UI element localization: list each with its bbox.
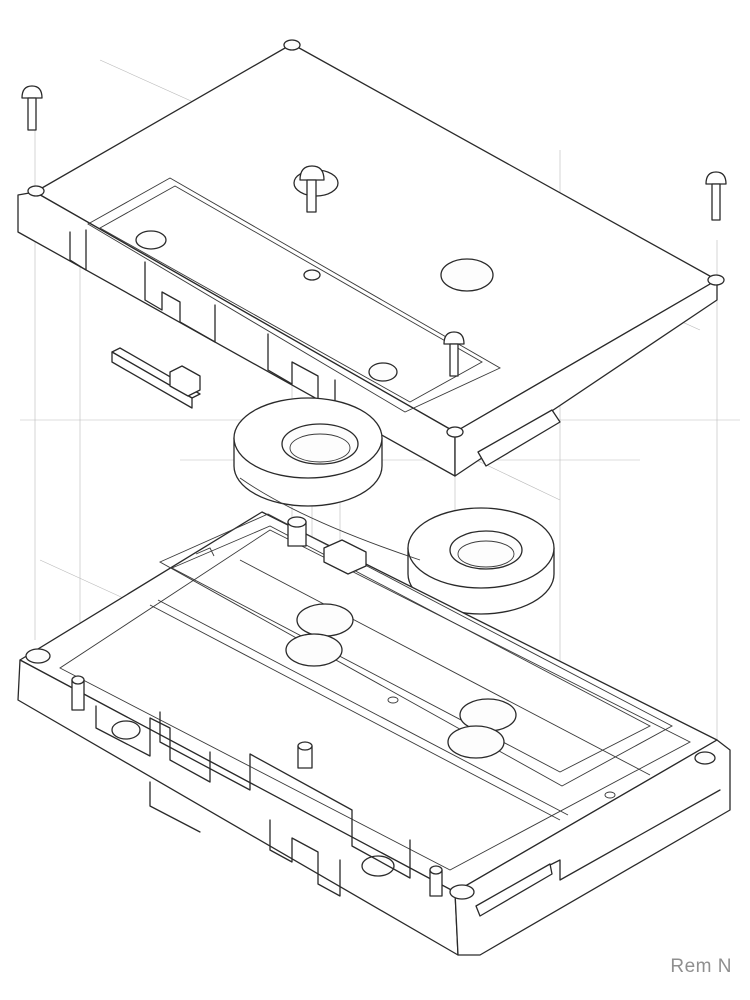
top-shell-screw-holes (27, 39, 725, 438)
pressure-pad (111, 347, 201, 409)
guide-hole-left (135, 230, 167, 250)
screw-icon (299, 165, 325, 213)
tape-reel-right (407, 507, 555, 615)
bottom-shell-pegs (71, 516, 443, 897)
tape-reel-left (233, 397, 383, 507)
screw-icon (21, 85, 43, 131)
screws (21, 85, 727, 377)
tape-strand (239, 477, 421, 561)
hub-opening-left-lower (285, 633, 343, 667)
screw-icon (443, 331, 465, 377)
artist-signature: Rem N (670, 956, 732, 977)
bottom-shell (17, 511, 731, 956)
hub-hole-right (440, 258, 494, 292)
screw-icon (705, 171, 727, 221)
guide-hole-right (368, 362, 398, 382)
hub-opening-left-upper (296, 603, 354, 637)
top-shell (17, 39, 725, 477)
hub-opening-right-lower (447, 725, 505, 759)
